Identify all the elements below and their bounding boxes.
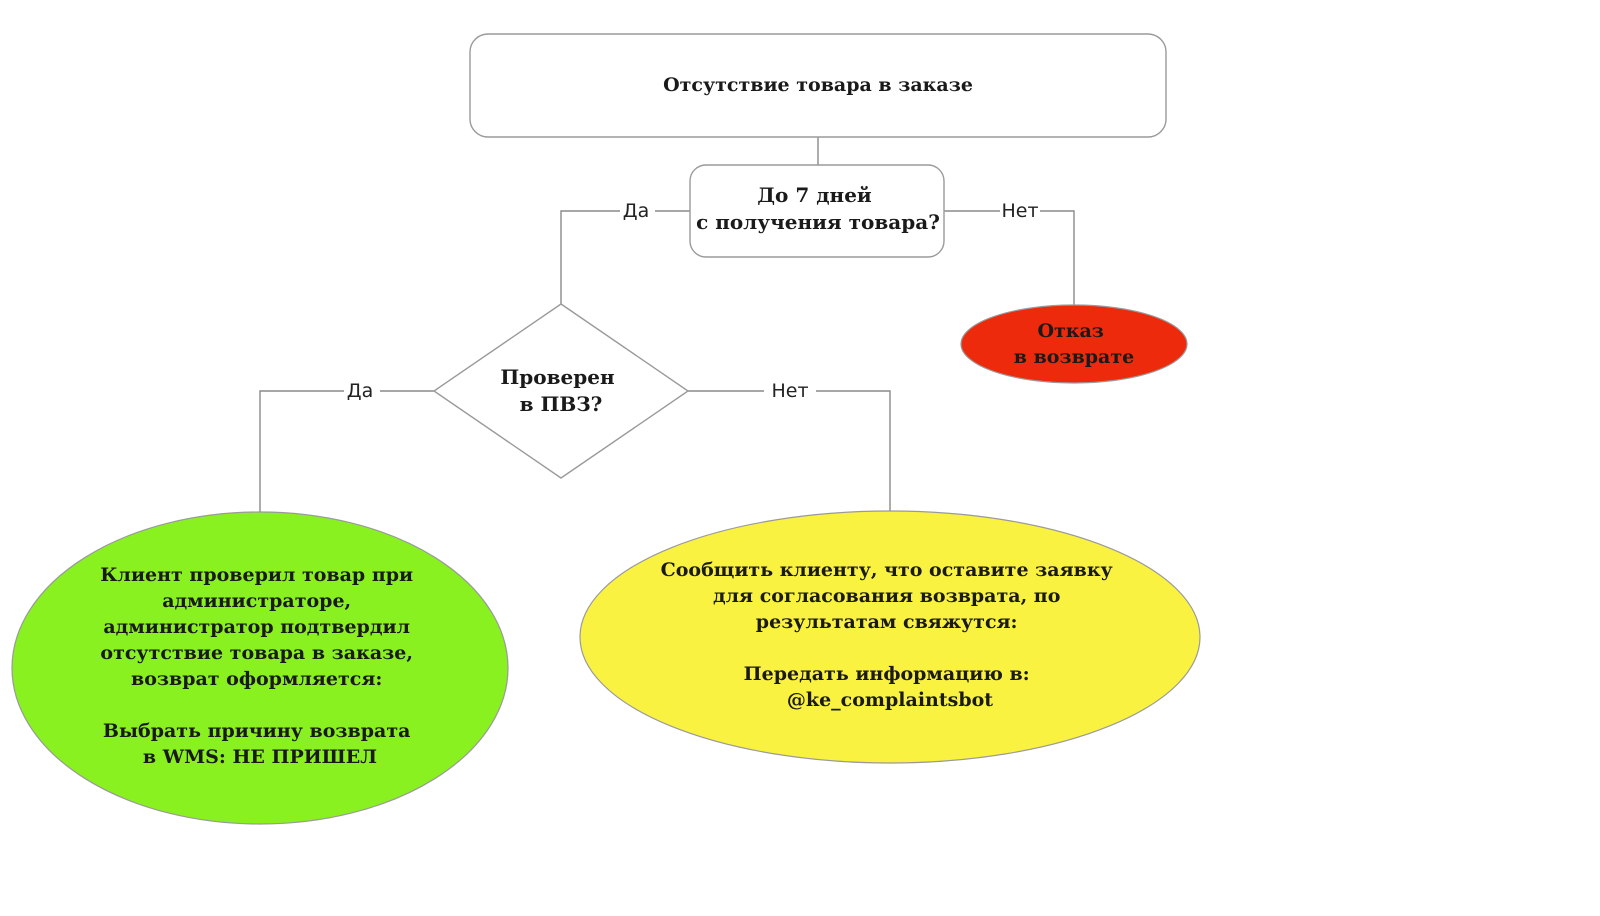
days-check-node: До 7 дней с получения товара? bbox=[689, 164, 945, 258]
approved-label: Клиент проверил товар при администраторе… bbox=[100, 564, 419, 768]
approved-line: в WMS: НЕ ПРИШЕЛ bbox=[143, 746, 377, 768]
escalate-label: Сообщить клиенту, что оставите заявку дл… bbox=[661, 559, 1120, 711]
escalate-node: Сообщить клиенту, что оставите заявку дл… bbox=[579, 510, 1201, 764]
connector-pvz-yes bbox=[259, 390, 434, 512]
start-node: Отсутствие товара в заказе bbox=[469, 33, 1167, 138]
refusal-label: Отказ в возврате bbox=[1014, 320, 1134, 368]
refusal-ellipse bbox=[960, 304, 1188, 384]
approved-line: возврат оформляется: bbox=[131, 668, 382, 690]
days-check-box bbox=[689, 164, 945, 258]
approved-line: администраторе, bbox=[162, 590, 351, 612]
approved-line: администратор подтвердил bbox=[103, 616, 410, 638]
refusal-node: Отказ в возврате bbox=[960, 304, 1188, 384]
start-node-line: Отсутствие товара в заказе bbox=[663, 74, 973, 96]
refusal-line: Отказ bbox=[1037, 320, 1103, 342]
start-node-label: Отсутствие товара в заказе bbox=[663, 74, 973, 96]
edge-label-days-yes: Да bbox=[623, 200, 650, 222]
connector-days-no bbox=[944, 210, 1075, 306]
edge-label-pvz-yes: Да bbox=[347, 380, 374, 402]
escalate-line: Сообщить клиенту, что оставите заявку bbox=[661, 559, 1113, 581]
escalate-line: результатам свяжутся: bbox=[756, 611, 1018, 633]
days-check-label: До 7 дней с получения товара? bbox=[696, 183, 940, 234]
edge-label-days-no: Нет bbox=[1001, 200, 1038, 222]
pvz-check-node: Проверен в ПВЗ? bbox=[432, 303, 690, 479]
approved-ellipse bbox=[11, 511, 509, 825]
pvz-check-diamond bbox=[432, 303, 690, 479]
pvz-check-label: Проверен в ПВЗ? bbox=[500, 365, 621, 416]
days-check-line: с получения товара? bbox=[696, 210, 940, 234]
escalate-line: Передать информацию в: bbox=[744, 663, 1030, 685]
connector-days-yes bbox=[560, 210, 690, 304]
connector-pvz-no bbox=[688, 390, 891, 512]
pvz-check-line: Проверен bbox=[500, 365, 614, 389]
approved-line: Выбрать причину возврата bbox=[103, 720, 411, 742]
escalate-ellipse bbox=[579, 510, 1201, 764]
connectors bbox=[259, 137, 1075, 512]
start-node-box bbox=[469, 33, 1167, 138]
edge-label-pvz-no: Нет bbox=[771, 380, 808, 402]
refusal-line: в возврате bbox=[1014, 346, 1134, 368]
approved-line: отсутствие товара в заказе, bbox=[100, 642, 413, 664]
escalate-line: @ke_complaintsbot bbox=[787, 689, 993, 711]
days-check-line: До 7 дней bbox=[757, 183, 872, 207]
escalate-line: для согласования возврата, по bbox=[713, 585, 1060, 607]
pvz-check-line: в ПВЗ? bbox=[520, 392, 603, 416]
approved-line: Клиент проверил товар при bbox=[100, 564, 413, 586]
approved-node: Клиент проверил товар при администраторе… bbox=[11, 511, 509, 825]
